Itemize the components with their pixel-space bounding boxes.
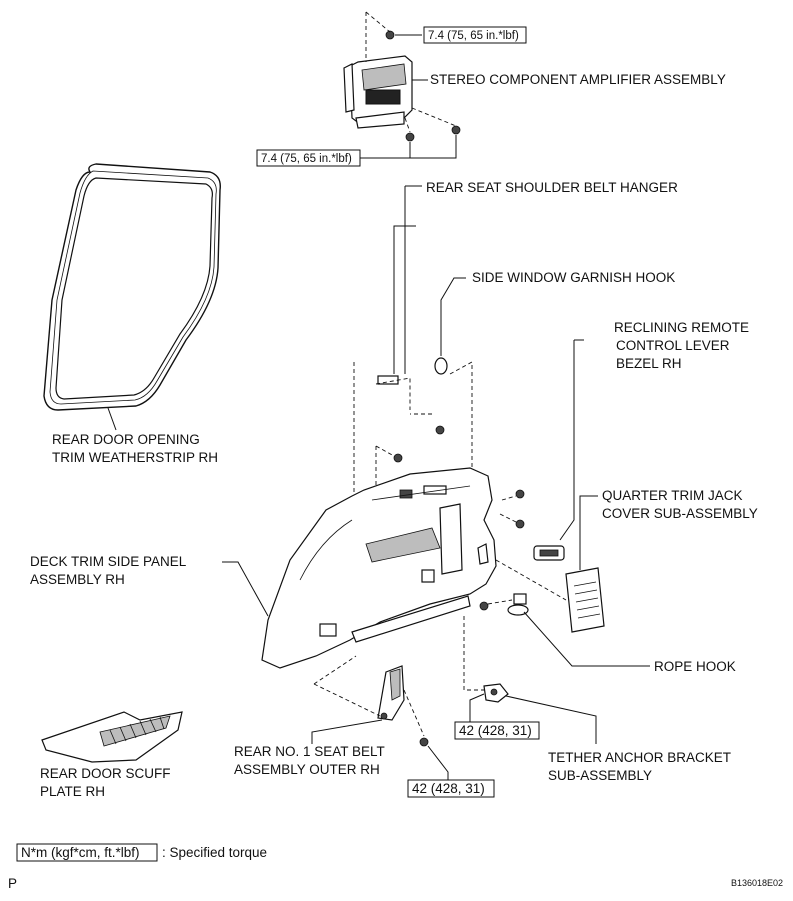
garnish-hook-part	[434, 357, 448, 375]
label-stereo-amplifier: STEREO COMPONENT AMPLIFIER ASSEMBLY	[430, 72, 726, 87]
scuff-plate-drawing	[41, 711, 183, 763]
torque-seat-belt-value: 42 (428, 31)	[412, 781, 485, 796]
label-deck-panel-line1: DECK TRIM SIDE PANEL	[30, 554, 187, 569]
label-deck-panel-line2: ASSEMBLY RH	[30, 572, 125, 587]
label-scuff-line1: REAR DOOR SCUFF	[40, 766, 171, 781]
label-rope-hook: ROPE HOOK	[654, 659, 736, 674]
legend-unit-box: N*m (kgf*cm, ft.*lbf)	[21, 845, 140, 860]
label-seat-belt-line1: REAR NO. 1 SEAT BELT	[234, 744, 385, 759]
amp-bolts	[385, 30, 461, 142]
label-weatherstrip-line2: TRIM WEATHERSTRIP RH	[52, 450, 218, 465]
torque-tether-value: 42 (428, 31)	[459, 723, 532, 738]
label-weatherstrip-line1: REAR DOOR OPENING	[52, 432, 200, 447]
label-seat-belt-line2: ASSEMBLY OUTER RH	[234, 762, 380, 777]
label-belt-hanger: REAR SEAT SHOULDER BELT HANGER	[426, 180, 678, 195]
label-tether-line1: TETHER ANCHOR BRACKET	[548, 750, 731, 765]
torque-amp-top-value: 7.4 (75, 65 in.*lbf)	[428, 30, 519, 42]
label-garnish-hook: SIDE WINDOW GARNISH HOOK	[472, 270, 675, 285]
label-scuff-line2: PLATE RH	[40, 784, 105, 799]
torque-legend: N*m (kgf*cm, ft.*lbf) : Specified torque	[16, 843, 267, 862]
label-reclining-line3: BEZEL RH	[616, 356, 682, 371]
label-jack-cover-line1: QUARTER TRIM JACK	[602, 488, 743, 503]
torque-amp-bottom-value: 7.4 (75, 65 in.*lbf)	[261, 153, 352, 165]
page-letter: P	[8, 876, 17, 891]
clips	[393, 425, 525, 747]
rope-hook-drawing	[507, 593, 529, 616]
stereo-amplifier-drawing	[343, 55, 413, 129]
label-reclining-line2: CONTROL LEVER	[616, 338, 730, 353]
jack-cover-drawing	[565, 567, 605, 633]
label-jack-cover-line2: COVER SUB-ASSEMBLY	[602, 506, 758, 521]
seat-belt-drawing	[377, 665, 405, 721]
torque-box-tether: 42 (428, 31)	[454, 721, 540, 740]
deck-trim-panel-drawing	[261, 467, 497, 669]
torque-box-amp-top: 7.4 (75, 65 in.*lbf)	[423, 26, 527, 44]
label-tether-line2: SUB-ASSEMBLY	[548, 768, 652, 783]
belt-hanger-part	[377, 375, 399, 385]
figure-code: B136018E02	[731, 878, 783, 888]
tether-anchor-drawing	[483, 683, 509, 703]
torque-box-amp-bottom: 7.4 (75, 65 in.*lbf)	[256, 149, 361, 167]
weatherstrip-drawing	[43, 163, 221, 411]
torque-box-seat-belt: 42 (428, 31)	[407, 779, 495, 798]
label-reclining-line1: RECLINING REMOTE	[614, 320, 749, 335]
reclining-bezel-drawing	[533, 545, 565, 561]
legend-text: : Specified torque	[162, 845, 267, 860]
